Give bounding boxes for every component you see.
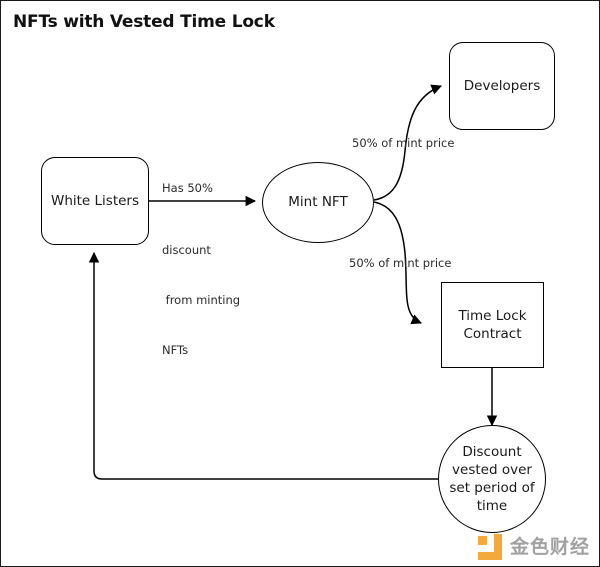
edge-label-time-lock-share: 50% of mint price — [349, 256, 452, 270]
edge-label-discount-from-minting: discount from minting NFTs — [162, 209, 240, 392]
discount-line-3: set period of — [449, 480, 535, 496]
node-white-listers[interactable]: White Listers — [41, 157, 149, 245]
discount-line-4: time — [476, 498, 508, 515]
node-mint-nft-label: Mint NFT — [288, 194, 348, 211]
node-developers-label: Developers — [463, 77, 541, 94]
jinse-logo-icon — [478, 534, 504, 560]
node-time-lock-contract[interactable]: Time Lock Contract — [441, 282, 544, 368]
node-discount-vested[interactable]: Discount vested over set period of time — [438, 425, 546, 533]
edge-mint-nft-to-developers — [373, 84, 442, 201]
watermark: 金色财经 — [478, 534, 590, 560]
edge-label-discount-line-2: from minting — [162, 293, 241, 308]
edge-label-discount-line-3: NFTs — [162, 343, 189, 358]
discount-line-2: vested over — [452, 461, 532, 478]
node-mint-nft[interactable]: Mint NFT — [262, 162, 374, 243]
watermark-text: 金色财经 — [510, 535, 591, 558]
node-time-lock-contract-label: Time Lock Contract — [454, 307, 530, 343]
node-white-listers-label: White Listers — [50, 192, 140, 209]
edge-label-discount-line-1: discount — [162, 243, 211, 258]
node-developers[interactable]: Developers — [449, 42, 555, 130]
page-title: NFTs with Vested Time Lock — [13, 12, 275, 32]
node-discount-vested-label: Discount vested over set period of time — [445, 443, 538, 516]
edge-label-developers-share: 50% of mint price — [352, 136, 455, 150]
edge-mint-nft-to-time-lock — [373, 201, 422, 325]
time-lock-line-2: Contract — [463, 326, 522, 342]
edge-label-has-50: Has 50% — [162, 181, 213, 195]
discount-line-1: Discount — [462, 443, 522, 460]
edge-discount-to-white-listers — [88, 251, 438, 480]
time-lock-line-1: Time Lock — [458, 307, 527, 324]
